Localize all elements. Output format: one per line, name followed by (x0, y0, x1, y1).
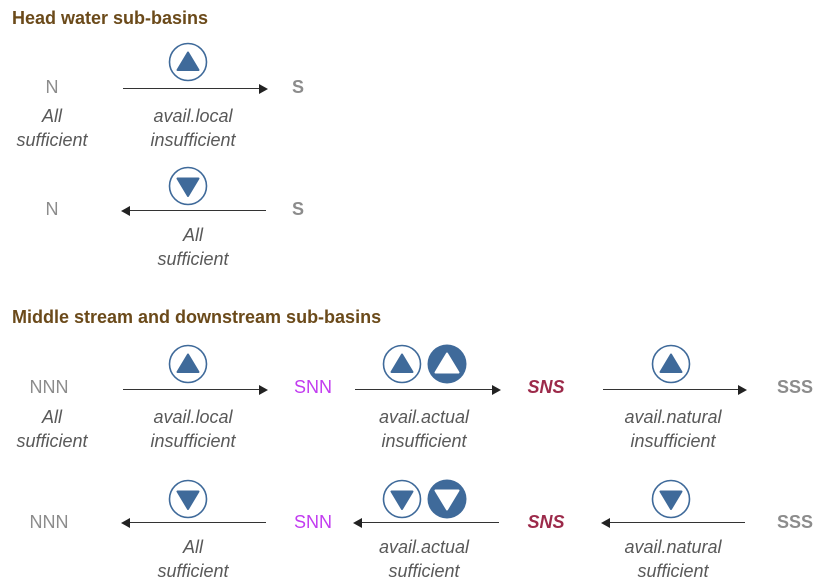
ms-row2-arrow1-left (121, 518, 266, 528)
ms-row1-state-nnn: NNN (29, 377, 69, 397)
triangle-down-outline-icon (651, 479, 691, 519)
hw-row2-arrow-left (121, 206, 266, 216)
ms-row2-arrow1-condition: All sufficient (157, 537, 229, 581)
triangle-up-outline-icon (651, 344, 691, 384)
triangle-up-outline-icon (168, 42, 208, 82)
triangle-up-outline-icon (382, 344, 422, 384)
hw-row1-from-condition: All sufficient (16, 106, 88, 150)
ms-row1-arrow3-right (603, 385, 747, 395)
triangle-down-outline-icon (168, 479, 208, 519)
hw-row1-state-to: S (291, 77, 304, 97)
hw-row2-state-to: S (291, 199, 304, 219)
ms-row1-arrow2-condition: avail.actual insufficient (378, 407, 470, 451)
triangle-up-outline-icon (168, 344, 208, 384)
ms-row2-arrow2-condition: avail.actual sufficient (378, 537, 470, 581)
triangle-up-filled-icon (427, 344, 467, 384)
ms-row2-state-sns: SNS (527, 512, 565, 532)
ms-row2-state-sss: SSS (776, 512, 814, 532)
midstream-heading: Middle stream and downstream sub-basins (12, 307, 382, 327)
ms-row2-arrow3-left (601, 518, 745, 528)
ms-row1-arrow1-condition: avail.local insufficient (150, 407, 236, 451)
ms-row1-arrow3-condition: avail.natural insufficient (624, 407, 722, 451)
triangle-down-outline-icon (382, 479, 422, 519)
triangle-down-outline-icon (168, 166, 208, 206)
hw-row2-state-from: N (45, 199, 59, 219)
ms-row1-arrow2-right (355, 385, 501, 395)
hw-row1-arrow-right (123, 84, 268, 94)
ms-row1-nnn-condition: All sufficient (16, 407, 88, 451)
hw-row1-arrow-condition: avail.local insufficient (150, 106, 236, 150)
ms-row2-arrow2-left (353, 518, 499, 528)
hw-row1-state-from: N (45, 77, 59, 97)
headwater-heading: Head water sub-basins (12, 8, 209, 28)
hw-row2-arrow-condition: All sufficient (157, 225, 229, 269)
ms-row1-state-sns: SNS (527, 377, 565, 397)
ms-row1-arrow1-right (123, 385, 268, 395)
ms-row2-state-snn: SNN (293, 512, 332, 532)
ms-row1-state-snn: SNN (293, 377, 332, 397)
ms-row1-state-sss: SSS (776, 377, 814, 397)
triangle-down-filled-icon (427, 479, 467, 519)
ms-row2-state-nnn: NNN (29, 512, 69, 532)
ms-row2-arrow3-condition: avail.natural sufficient (624, 537, 722, 581)
